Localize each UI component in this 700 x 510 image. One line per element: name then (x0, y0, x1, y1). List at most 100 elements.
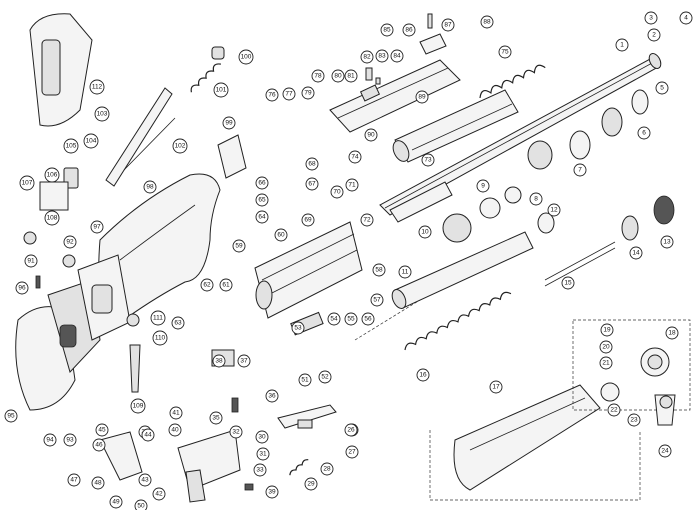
callout-circle (331, 69, 345, 83)
callout-circle (418, 225, 432, 239)
callout-circle (360, 50, 374, 64)
callout-105: 105 (63, 138, 79, 154)
callout-89: 89 (415, 90, 429, 104)
callout-number: 79 (304, 90, 312, 97)
callout-circle (298, 373, 312, 387)
callout-number: 106 (47, 172, 58, 179)
grip-cap (29, 13, 93, 127)
callout-number: 6 (642, 130, 646, 137)
callout-11: 11 (398, 265, 412, 279)
callout-number: 94 (46, 437, 54, 444)
callout-circle (171, 316, 185, 330)
callout-102: 102 (172, 138, 188, 154)
callout-number: 3 (649, 15, 653, 22)
callout-number: 55 (347, 316, 355, 323)
callout-59: 59 (232, 239, 246, 253)
callout-number: 33 (256, 467, 264, 474)
callout-68: 68 (305, 157, 319, 171)
callout-29: 29 (304, 477, 318, 491)
callout-number: 70 (333, 189, 341, 196)
callout-number: 108 (47, 215, 58, 222)
callout-circle (398, 265, 412, 279)
callout-circle (169, 406, 183, 420)
callout-circle (364, 128, 378, 142)
callout-15: 15 (561, 276, 575, 290)
callout-number: 68 (308, 161, 316, 168)
callout-number: 51 (301, 377, 309, 384)
callout-number: 11 (402, 269, 409, 276)
callout-circle (19, 175, 35, 191)
callout-number: 107 (22, 180, 33, 187)
callout-18: 18 (665, 326, 679, 340)
callout-circle (141, 428, 155, 442)
callout-circle (44, 167, 60, 183)
callout-circle (344, 312, 358, 326)
callout-circle (305, 177, 319, 191)
callout-number: 35 (212, 415, 220, 422)
callout-37: 37 (237, 354, 251, 368)
callout-circle (599, 356, 613, 370)
callout-number: 39 (268, 489, 276, 496)
callout-circle (627, 413, 641, 427)
callout-circle (311, 69, 325, 83)
callout-circle (172, 138, 188, 154)
stock-tube (105, 46, 225, 187)
callout-number: 88 (483, 19, 491, 26)
callout-55: 55 (344, 312, 358, 326)
callout-number: 36 (268, 393, 276, 400)
callout-2: 2 (647, 28, 661, 42)
callout-circle (63, 433, 77, 447)
callout-circle (232, 239, 246, 253)
callout-41: 41 (169, 406, 183, 420)
callout-63: 63 (171, 316, 185, 330)
callout-57: 57 (370, 293, 384, 307)
callout-circle (402, 23, 416, 37)
callout-number: 63 (174, 320, 182, 327)
callout-number: 78 (314, 73, 322, 80)
callout-circle (130, 398, 146, 414)
callout-circle (83, 133, 99, 149)
callout-circle (644, 11, 658, 25)
callout-number: 86 (405, 27, 413, 34)
callout-61: 61 (219, 278, 233, 292)
magazine-tube-lower (391, 231, 616, 309)
magazine-cap (572, 319, 691, 426)
callout-circle (90, 220, 104, 234)
callout-19: 19 (600, 323, 614, 337)
callout-circle (63, 235, 77, 249)
callout-48: 48 (91, 476, 105, 490)
callout-circle (615, 38, 629, 52)
callout-23: 23 (627, 413, 641, 427)
callout-101: 101 (213, 82, 229, 98)
callout-30: 30 (255, 430, 269, 444)
callout-circle (229, 425, 243, 439)
callout-circle (265, 389, 279, 403)
callout-circle (498, 45, 512, 59)
callout-circle (237, 354, 251, 368)
callout-circle (345, 178, 359, 192)
callout-circle (134, 499, 148, 510)
callout-17: 17 (489, 380, 503, 394)
callout-number: 38 (215, 358, 223, 365)
sling-plate (217, 134, 247, 179)
callout-49: 49 (109, 495, 123, 509)
callout-40: 40 (168, 423, 182, 437)
callout-number: 43 (141, 477, 149, 484)
callout-7: 7 (573, 163, 587, 177)
callout-number: 92 (66, 239, 74, 246)
callout-number: 95 (7, 413, 15, 420)
callout-circle (89, 79, 105, 95)
callout-91: 91 (24, 254, 38, 268)
callout-circle (256, 447, 270, 461)
callout-circle (238, 49, 254, 65)
callout-52: 52 (318, 370, 332, 384)
callout-circle (209, 411, 223, 425)
callout-3: 3 (644, 11, 658, 25)
callout-106: 106 (44, 167, 60, 183)
callout-1: 1 (615, 38, 629, 52)
callout-72: 72 (360, 213, 374, 227)
callout-9: 9 (476, 179, 490, 193)
callout-circle (441, 18, 455, 32)
callout-circle (344, 69, 358, 83)
